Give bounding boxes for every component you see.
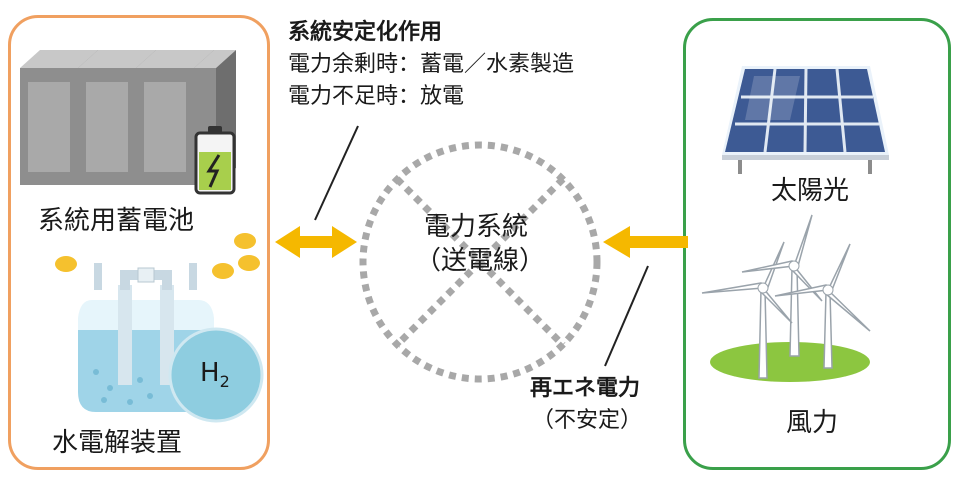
hydrogen-label: H2 — [200, 358, 230, 391]
hydrogen-bubble-icon — [168, 327, 264, 423]
battery-icon — [194, 126, 236, 195]
coin-icons — [55, 233, 260, 279]
hydrogen-symbol: H — [200, 358, 220, 388]
grid-sublabel: （送電線） — [415, 246, 546, 276]
hydrogen-subscript: 2 — [219, 372, 230, 391]
battery-label: 系統用蓄電池 — [38, 206, 195, 236]
wind-turbine-icon — [701, 214, 871, 382]
power-grid-circle — [359, 141, 601, 383]
stabilization-surplus-text: 電力余剰時：蓄電／水素製造 — [288, 52, 575, 77]
solar-panel-icon — [722, 66, 889, 174]
renewable-title: 再エネ電力 — [530, 376, 641, 401]
renewable-leader-line — [604, 265, 649, 367]
storage-panel — [8, 15, 270, 470]
wind-label: 風力 — [786, 408, 839, 438]
bidirectional-arrow-icon — [275, 226, 357, 258]
stabilization-leader-line — [314, 125, 359, 221]
inflow-arrow-icon — [603, 226, 688, 258]
solar-label: 太陽光 — [771, 176, 850, 206]
renewable-note: （不安定） — [532, 408, 643, 433]
stabilization-shortage-text: 電力不足時：放電 — [288, 84, 465, 109]
stabilization-title: 系統安定化作用 — [288, 20, 443, 45]
electrolyzer-label: 水電解装置 — [52, 428, 183, 458]
grid-label: 電力系統 — [424, 212, 529, 242]
